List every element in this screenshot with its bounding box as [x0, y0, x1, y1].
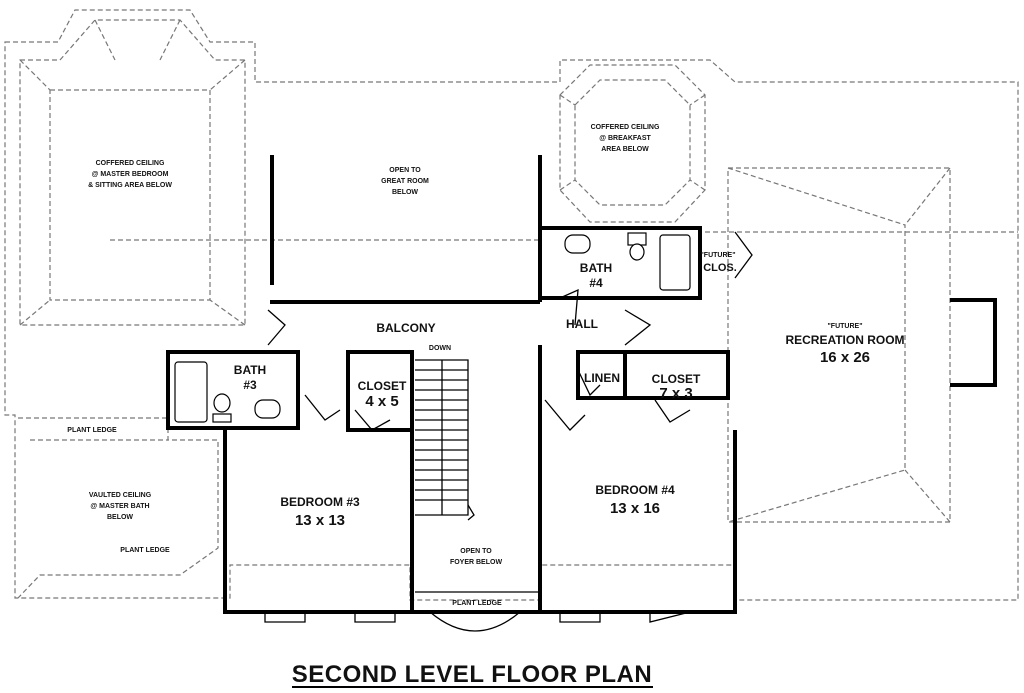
label-future-closet-2: CLOS.	[703, 262, 737, 274]
label-bath4-1: BATH	[580, 261, 612, 275]
roof-outline	[4, 9, 1019, 601]
details	[174, 231, 753, 632]
label-hall: HALL	[566, 317, 598, 331]
label-coffered-breakfast-1: COFFERED CEILING	[591, 124, 660, 131]
label-future-closet-1: "FUTURE"	[700, 252, 735, 259]
label-plant-ledge-left-top: PLANT LEDGE	[67, 427, 117, 434]
label-down: DOWN	[429, 345, 451, 352]
label-open-great-room-2: GREAT ROOM	[381, 178, 429, 185]
label-closet4-2: 7 x 3	[659, 385, 692, 402]
label-bath3-2: #3	[243, 378, 257, 392]
label-closet3-1: CLOSET	[358, 379, 407, 393]
plan-title: SECOND LEVEL FLOOR PLAN	[292, 661, 652, 688]
label-bedroom4-1: BEDROOM #4	[595, 483, 675, 497]
label-balcony: BALCONY	[376, 321, 435, 335]
label-plant-ledge-left-bottom: PLANT LEDGE	[120, 547, 170, 554]
label-vaulted-3: BELOW	[107, 514, 133, 521]
label-bedroom3-2: 13 x 13	[295, 512, 345, 529]
label-coffered-breakfast-3: AREA BELOW	[601, 146, 649, 153]
label-rec-room-3: 16 x 26	[820, 349, 870, 366]
label-open-great-room-3: BELOW	[392, 189, 418, 196]
walls	[166, 155, 997, 614]
label-open-foyer-2: FOYER BELOW	[450, 559, 503, 566]
label-bedroom4-2: 13 x 16	[610, 500, 660, 517]
label-rec-room-1: "FUTURE"	[827, 323, 862, 330]
label-vaulted-2: @ MASTER BATH	[90, 503, 149, 510]
label-bath4-2: #4	[589, 276, 603, 290]
label-closet3-2: 4 x 5	[365, 393, 398, 410]
label-bedroom3-1: BEDROOM #3	[280, 495, 360, 509]
label-open-great-room-1: OPEN TO	[389, 167, 421, 174]
label-coffered-master-3: & SITTING AREA BELOW	[88, 182, 172, 189]
label-plant-ledge-bottom: PLANT LEDGE	[452, 600, 502, 607]
label-closet4-1: CLOSET	[652, 372, 701, 386]
label-open-foyer-1: OPEN TO	[460, 548, 492, 555]
label-bath3-1: BATH	[234, 363, 266, 377]
label-rec-room-2: RECREATION ROOM	[785, 333, 904, 347]
label-coffered-master-1: COFFERED CEILING	[96, 160, 165, 167]
label-linen: LINEN	[584, 371, 620, 385]
label-coffered-breakfast-2: @ BREAKFAST	[599, 135, 651, 142]
label-coffered-master-2: @ MASTER BEDROOM	[92, 171, 169, 178]
room-labels: COFFERED CEILING @ MASTER BEDROOM & SITT…	[67, 124, 904, 607]
label-vaulted-1: VAULTED CEILING	[89, 492, 152, 499]
